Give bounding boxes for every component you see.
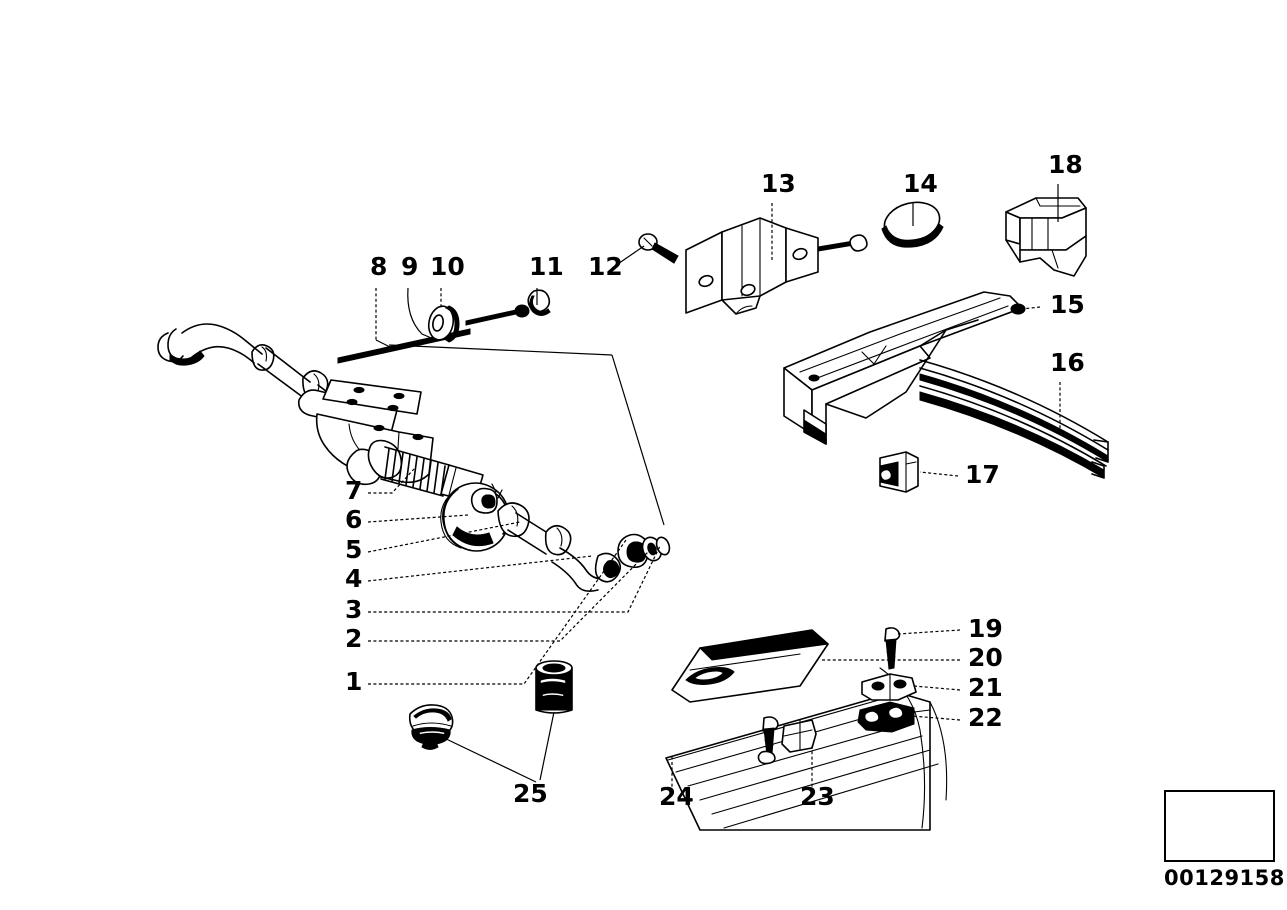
callout-25: 25 bbox=[513, 779, 548, 808]
support-bracket-13 bbox=[685, 217, 868, 315]
callout-12: 12 bbox=[588, 252, 623, 281]
callout-numbers: 1 2 3 4 5 6 7 8 9 10 11 12 13 14 15 16 1… bbox=[345, 150, 1085, 811]
callout-5: 5 bbox=[345, 535, 362, 564]
logo-frame bbox=[1164, 790, 1275, 862]
screw-item-12 bbox=[638, 233, 679, 264]
leader-lines bbox=[367, 184, 1061, 792]
curved-trim-16 bbox=[919, 359, 1109, 479]
rail-support-beam-15 bbox=[783, 291, 1026, 445]
grommet-bushing-25 bbox=[408, 660, 573, 750]
callout-4: 4 bbox=[345, 564, 362, 593]
callout-15: 15 bbox=[1050, 290, 1085, 319]
callout-24: 24 bbox=[659, 782, 694, 811]
callout-7: 7 bbox=[345, 476, 362, 505]
callout-23: 23 bbox=[800, 782, 835, 811]
callout-3: 3 bbox=[345, 595, 362, 624]
callout-9: 9 bbox=[401, 252, 418, 281]
roof-rail-panel-group bbox=[665, 627, 948, 831]
callout-17: 17 bbox=[965, 460, 1000, 489]
callout-8: 8 bbox=[370, 252, 387, 281]
callout-14: 14 bbox=[903, 169, 938, 198]
callout-22: 22 bbox=[968, 703, 1003, 732]
small-parts-row bbox=[337, 289, 551, 364]
callout-13: 13 bbox=[761, 169, 796, 198]
callout-11: 11 bbox=[529, 252, 564, 281]
callout-16: 16 bbox=[1050, 348, 1085, 377]
callout-20: 20 bbox=[968, 643, 1003, 672]
thread-coils bbox=[384, 448, 446, 496]
angle-bracket-18 bbox=[1005, 197, 1087, 277]
callout-2: 2 bbox=[345, 624, 362, 653]
callout-6: 6 bbox=[345, 505, 362, 534]
callout-1: 1 bbox=[345, 667, 362, 696]
callout-19: 19 bbox=[968, 614, 1003, 643]
callout-21: 21 bbox=[968, 673, 1003, 702]
diagram-number: 00129158 bbox=[1164, 866, 1285, 890]
retaining-clip-17 bbox=[879, 451, 919, 493]
callout-18: 18 bbox=[1048, 150, 1083, 179]
steering-linkage-assembly bbox=[157, 323, 671, 592]
callout-10: 10 bbox=[430, 252, 465, 281]
oval-cap-14 bbox=[881, 201, 944, 248]
